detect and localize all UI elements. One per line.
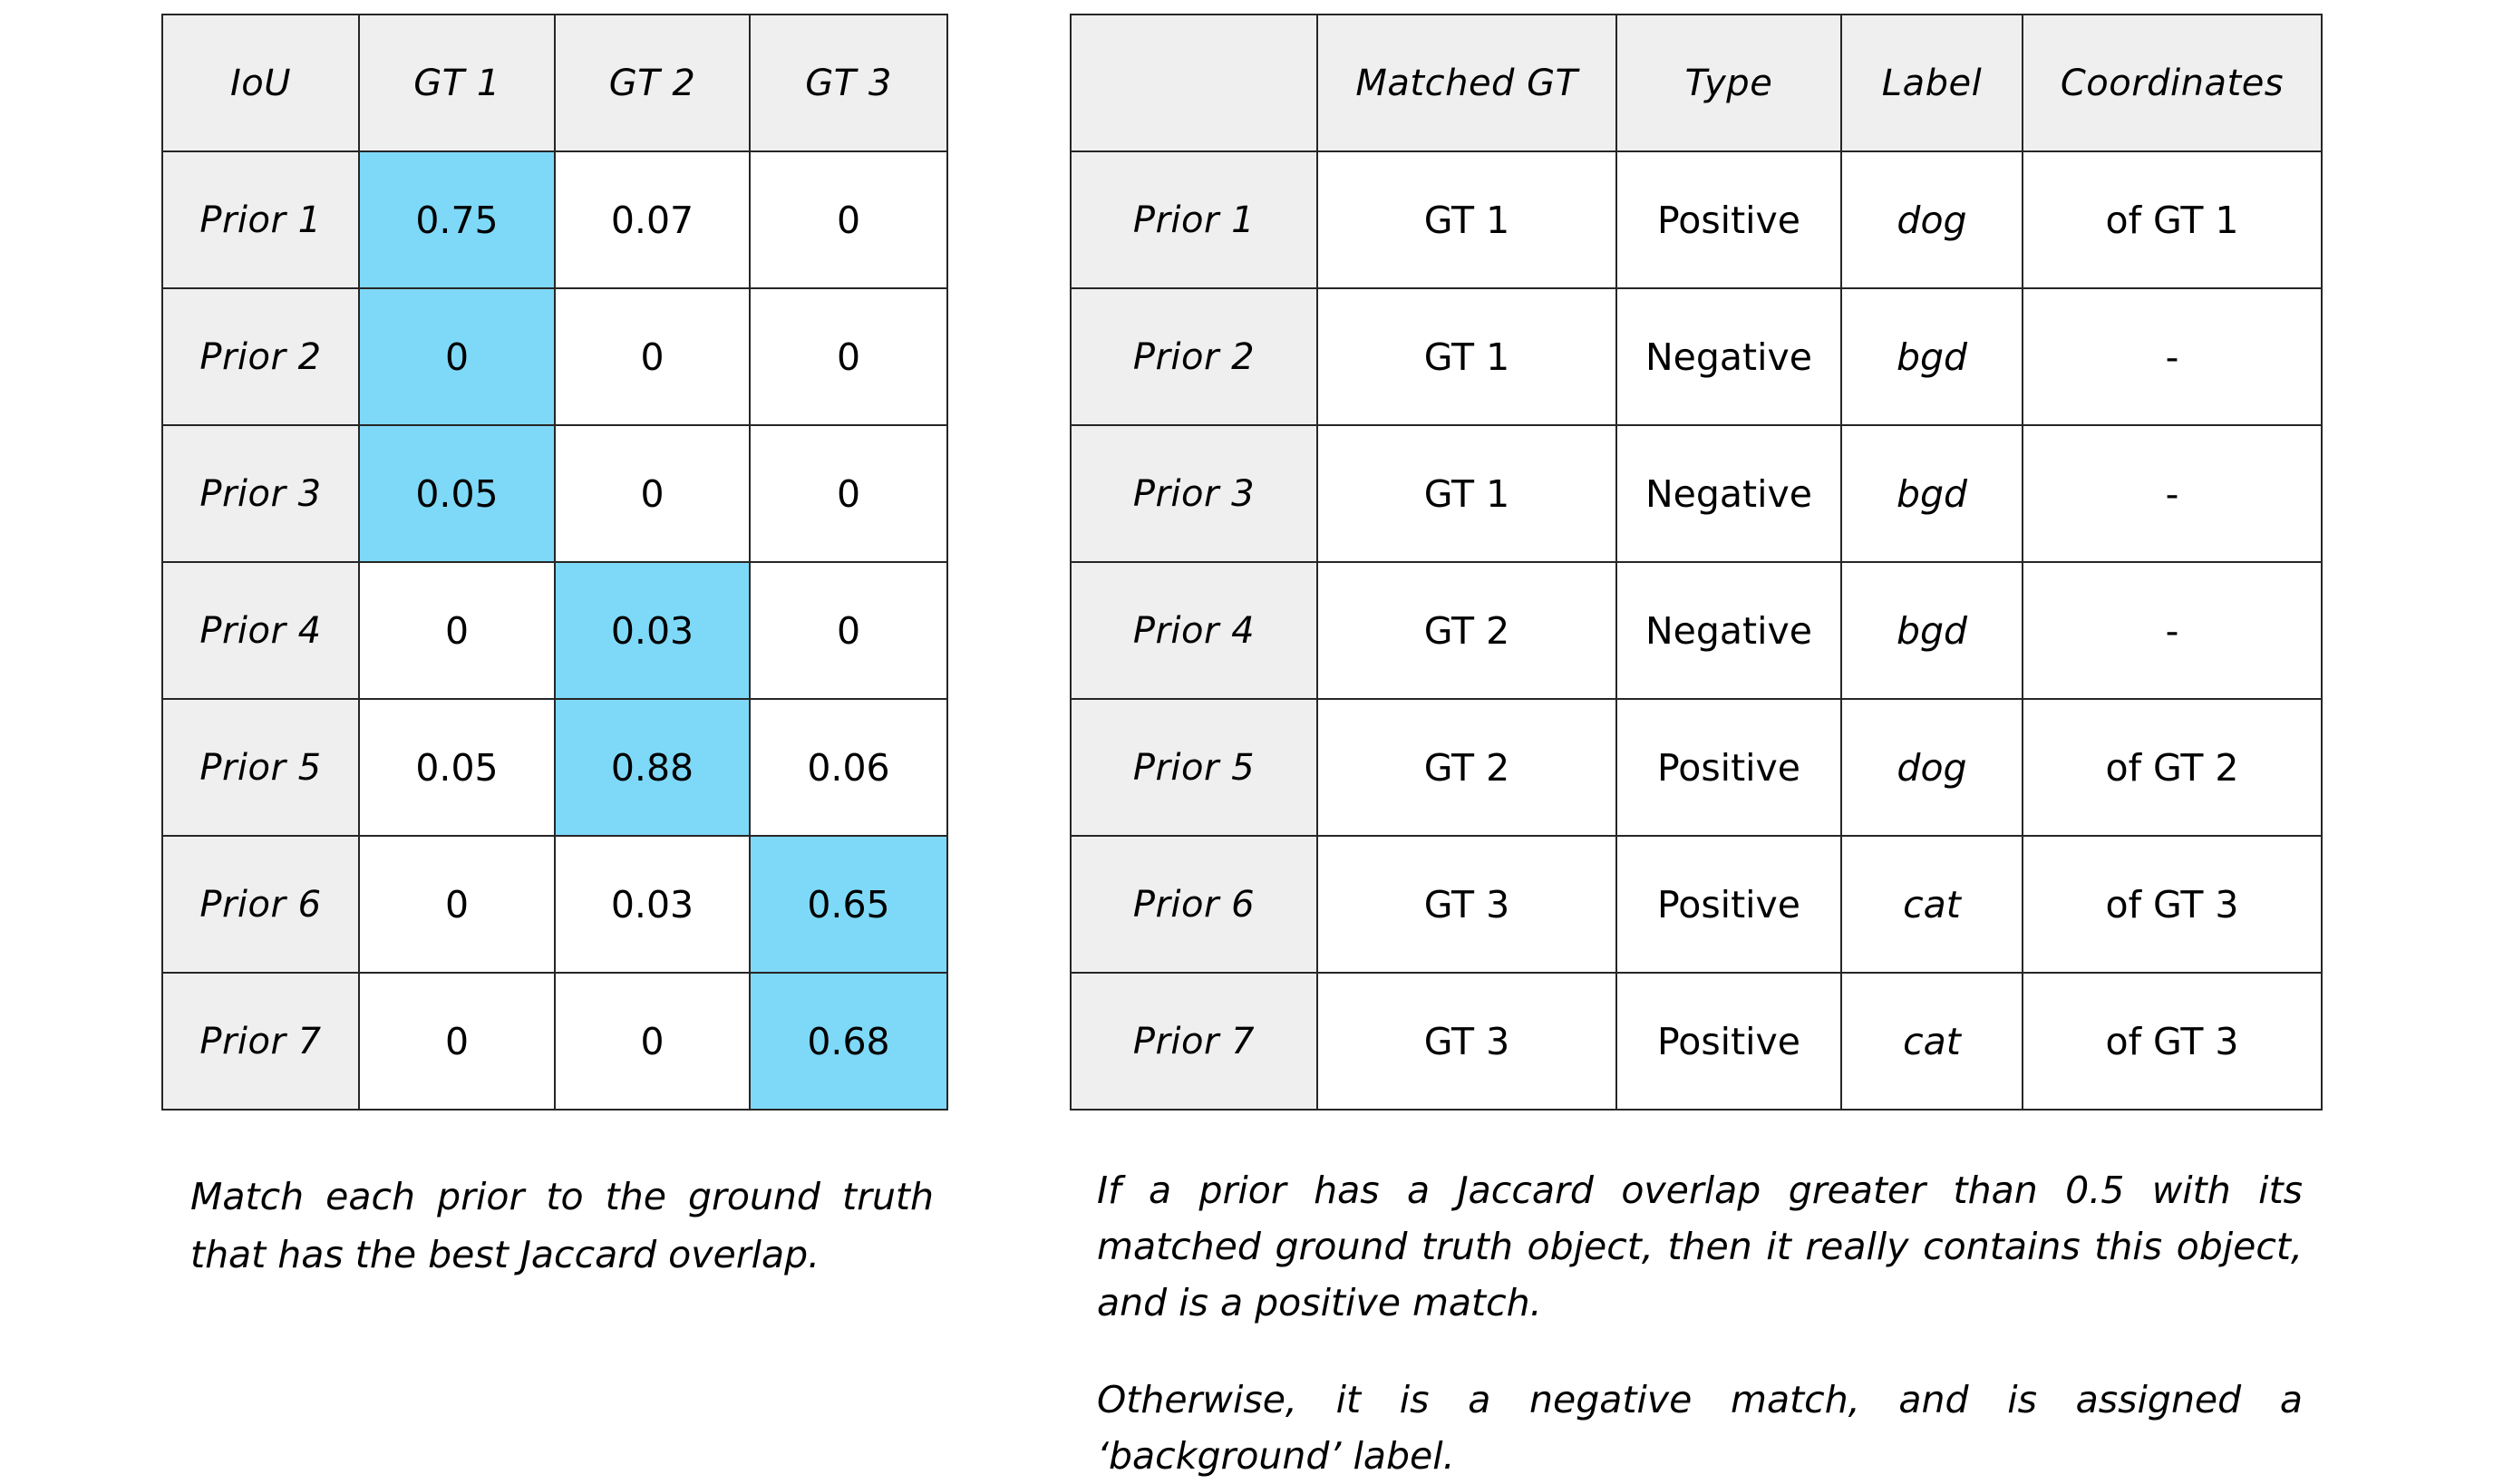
match-cell-prior2-matched-gt: GT 1 bbox=[1316, 287, 1617, 426]
match-cell-prior2-label: bgd bbox=[1840, 287, 2023, 426]
table-row: Prior 1 0.75 0.07 0 bbox=[161, 150, 948, 289]
iou-cell-prior1-gt1: 0.75 bbox=[358, 150, 556, 289]
match-cell-prior7-type: Positive bbox=[1615, 972, 1842, 1111]
match-cell-prior7-matched-gt: GT 3 bbox=[1316, 972, 1617, 1111]
iou-cell-prior1-gt2: 0.07 bbox=[554, 150, 751, 289]
iou-cell-prior5-gt1: 0.05 bbox=[358, 698, 556, 837]
iou-cell-prior7-gt1: 0 bbox=[358, 972, 556, 1111]
table-row: Prior 3 0.05 0 0 bbox=[161, 424, 948, 563]
match-cell-prior3-label: bgd bbox=[1840, 424, 2023, 563]
iou-cell-prior4-gt1: 0 bbox=[358, 561, 556, 700]
iou-cell-prior1-gt3: 0 bbox=[749, 150, 948, 289]
match-cell-prior6-type: Positive bbox=[1615, 835, 1842, 974]
iou-cell-prior4-gt3: 0 bbox=[749, 561, 948, 700]
iou-column-header-gt2: GT 2 bbox=[554, 14, 751, 152]
match-column-header-coordinates: Coordinates bbox=[2022, 14, 2323, 152]
match-cell-prior4-coordinates: - bbox=[2022, 561, 2323, 700]
match-cell-prior3-matched-gt: GT 1 bbox=[1316, 424, 1617, 563]
iou-cell-prior7-gt2: 0 bbox=[554, 972, 751, 1111]
match-cell-prior5-matched-gt: GT 2 bbox=[1316, 698, 1617, 837]
iou-row-header-prior-3: Prior 3 bbox=[161, 424, 360, 563]
iou-row-header-prior-2: Prior 2 bbox=[161, 287, 360, 426]
iou-matrix-table: IoU GT 1 GT 2 GT 3 Prior 1 0.75 0.07 0 P… bbox=[161, 14, 948, 1111]
iou-row-header-prior-1: Prior 1 bbox=[161, 150, 360, 289]
iou-row-header-prior-6: Prior 6 bbox=[161, 835, 360, 974]
match-cell-prior1-coordinates: of GT 1 bbox=[2022, 150, 2323, 289]
table-row: Prior 6 0 0.03 0.65 bbox=[161, 835, 948, 974]
table-row: Prior 4 0 0.03 0 bbox=[161, 561, 948, 700]
match-cell-prior5-coordinates: of GT 2 bbox=[2022, 698, 2323, 837]
match-column-header-type: Type bbox=[1615, 14, 1842, 152]
match-cell-prior6-label: cat bbox=[1840, 835, 2023, 974]
match-cell-prior4-type: Negative bbox=[1615, 561, 1842, 700]
match-row-header-prior-1: Prior 1 bbox=[1070, 150, 1318, 289]
iou-cell-prior6-gt2: 0.03 bbox=[554, 835, 751, 974]
match-row-header-prior-7: Prior 7 bbox=[1070, 972, 1318, 1111]
iou-cell-prior3-gt3: 0 bbox=[749, 424, 948, 563]
iou-row-header-prior-4: Prior 4 bbox=[161, 561, 360, 700]
match-cell-prior3-type: Negative bbox=[1615, 424, 1842, 563]
match-row-header-prior-4: Prior 4 bbox=[1070, 561, 1318, 700]
iou-cell-prior2-gt1: 0 bbox=[358, 287, 556, 426]
iou-cell-prior4-gt2: 0.03 bbox=[554, 561, 751, 700]
table-row: Prior 2 0 0 0 bbox=[161, 287, 948, 426]
table-row: Prior 7 0 0 0.68 bbox=[161, 972, 948, 1111]
match-cell-prior4-label: bgd bbox=[1840, 561, 2023, 700]
iou-cell-prior5-gt2: 0.88 bbox=[554, 698, 751, 837]
iou-column-header-gt3: GT 3 bbox=[749, 14, 948, 152]
match-header-row: Matched GT Type Label Coordinates bbox=[1070, 14, 2323, 152]
table-row: Prior 5 GT 2 Positive dog of GT 2 bbox=[1070, 698, 2323, 837]
iou-cell-prior3-gt1: 0.05 bbox=[358, 424, 556, 563]
iou-cell-prior2-gt3: 0 bbox=[749, 287, 948, 426]
table-row: Prior 2 GT 1 Negative bgd - bbox=[1070, 287, 2323, 426]
iou-cell-prior2-gt2: 0 bbox=[554, 287, 751, 426]
match-cell-prior7-label: cat bbox=[1840, 972, 2023, 1111]
match-cell-prior1-label: dog bbox=[1840, 150, 2023, 289]
match-cell-prior5-type: Positive bbox=[1615, 698, 1842, 837]
table-row: Prior 3 GT 1 Negative bgd - bbox=[1070, 424, 2323, 563]
table-row: Prior 5 0.05 0.88 0.06 bbox=[161, 698, 948, 837]
match-row-header-prior-5: Prior 5 bbox=[1070, 698, 1318, 837]
match-cell-prior5-label: dog bbox=[1840, 698, 2023, 837]
match-cell-prior4-matched-gt: GT 2 bbox=[1316, 561, 1617, 700]
match-cell-prior3-coordinates: - bbox=[2022, 424, 2323, 563]
iou-cell-prior6-gt3: 0.65 bbox=[749, 835, 948, 974]
match-row-header-prior-2: Prior 2 bbox=[1070, 287, 1318, 426]
match-column-header-label: Label bbox=[1840, 14, 2023, 152]
match-cell-prior2-coordinates: - bbox=[2022, 287, 2323, 426]
iou-cell-prior7-gt3: 0.68 bbox=[749, 972, 948, 1111]
match-corner-header bbox=[1070, 14, 1318, 152]
iou-cell-prior3-gt2: 0 bbox=[554, 424, 751, 563]
match-cell-prior1-matched-gt: GT 1 bbox=[1316, 150, 1617, 289]
caption-right-negative-match: Otherwise, it is a negative match, and i… bbox=[1097, 1378, 2303, 1478]
match-cell-prior7-coordinates: of GT 3 bbox=[2022, 972, 2323, 1111]
match-assignment-table: Matched GT Type Label Coordinates Prior … bbox=[1070, 14, 2323, 1111]
iou-row-header-prior-5: Prior 5 bbox=[161, 698, 360, 837]
match-cell-prior2-type: Negative bbox=[1615, 287, 1842, 426]
table-row: Prior 4 GT 2 Negative bgd - bbox=[1070, 561, 2323, 700]
iou-column-header-gt1: GT 1 bbox=[358, 14, 556, 152]
match-column-header-matched-gt: Matched GT bbox=[1316, 14, 1617, 152]
match-cell-prior6-matched-gt: GT 3 bbox=[1316, 835, 1617, 974]
iou-cell-prior6-gt1: 0 bbox=[358, 835, 556, 974]
iou-header-row: IoU GT 1 GT 2 GT 3 bbox=[161, 14, 948, 152]
match-row-header-prior-3: Prior 3 bbox=[1070, 424, 1318, 563]
table-row: Prior 7 GT 3 Positive cat of GT 3 bbox=[1070, 972, 2323, 1111]
match-cell-prior1-type: Positive bbox=[1615, 150, 1842, 289]
iou-corner-header: IoU bbox=[161, 14, 360, 152]
caption-left: Match each prior to the ground truth tha… bbox=[190, 1175, 934, 1276]
caption-right-positive-match: If a prior has a Jaccard overlap greater… bbox=[1097, 1169, 2303, 1324]
table-row: Prior 6 GT 3 Positive cat of GT 3 bbox=[1070, 835, 2323, 974]
iou-row-header-prior-7: Prior 7 bbox=[161, 972, 360, 1111]
match-row-header-prior-6: Prior 6 bbox=[1070, 835, 1318, 974]
table-row: Prior 1 GT 1 Positive dog of GT 1 bbox=[1070, 150, 2323, 289]
match-cell-prior6-coordinates: of GT 3 bbox=[2022, 835, 2323, 974]
iou-cell-prior5-gt3: 0.06 bbox=[749, 698, 948, 837]
